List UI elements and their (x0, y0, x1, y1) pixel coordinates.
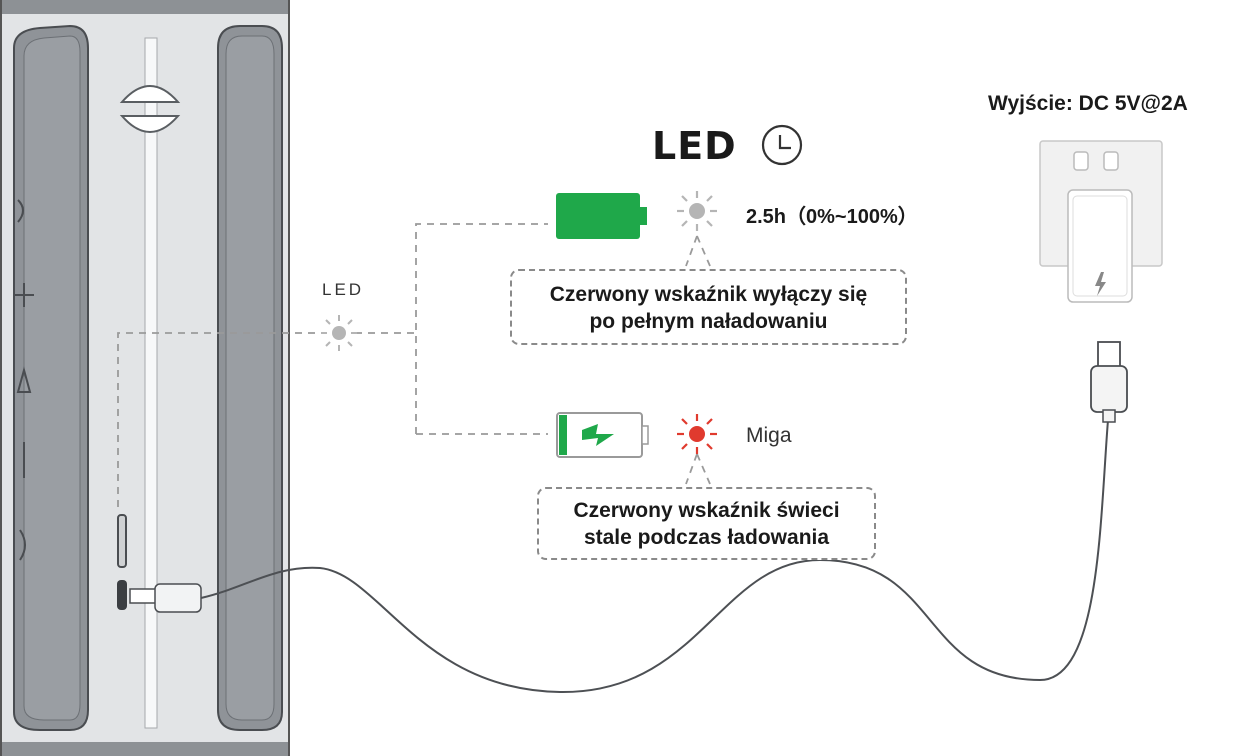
page-title: LED (652, 124, 737, 168)
full-note-line2: po pełnym naładowaniu (589, 310, 828, 333)
wall-charger-icon (1039, 140, 1163, 303)
usb-c-plug (129, 583, 202, 613)
clock-icon (761, 124, 803, 166)
led-indicator-icon (321, 315, 357, 351)
charger-output-label: Wyjście: DC 5V@2A (988, 92, 1188, 115)
charging-cable (200, 419, 1109, 694)
led-label: LED (322, 280, 365, 299)
bluetooth-button-icon (19, 529, 26, 561)
power-button-icon (17, 199, 24, 223)
charging-note-line2: stale podczas ładowania (583, 526, 830, 549)
battery-charging-icon (556, 412, 649, 458)
speaker-device (0, 0, 290, 756)
device-logo-icon (119, 85, 181, 133)
play-button-icon (16, 366, 32, 393)
connector-lines (117, 223, 711, 507)
led-red-icon (677, 414, 717, 454)
blinking-label: Miga (746, 424, 792, 447)
charging-callout: Czerwony wskaźnik świeci stale podczas ł… (537, 487, 876, 560)
aux-port (117, 514, 127, 568)
full-charge-callout: Czerwony wskaźnik wyłączy się po pełnym … (510, 269, 907, 345)
led-off-icon (677, 191, 717, 231)
usb-a-plug (1090, 341, 1128, 423)
full-note-line1: Czerwony wskaźnik wyłączy się (549, 283, 868, 306)
usb-c-port (117, 580, 127, 610)
charge-time-label: 2.5h（0%~100%） (746, 206, 918, 228)
charging-note-line1: Czerwony wskaźnik świeci (573, 499, 840, 522)
side-buttons (14, 199, 34, 561)
battery-full-icon (556, 193, 647, 239)
